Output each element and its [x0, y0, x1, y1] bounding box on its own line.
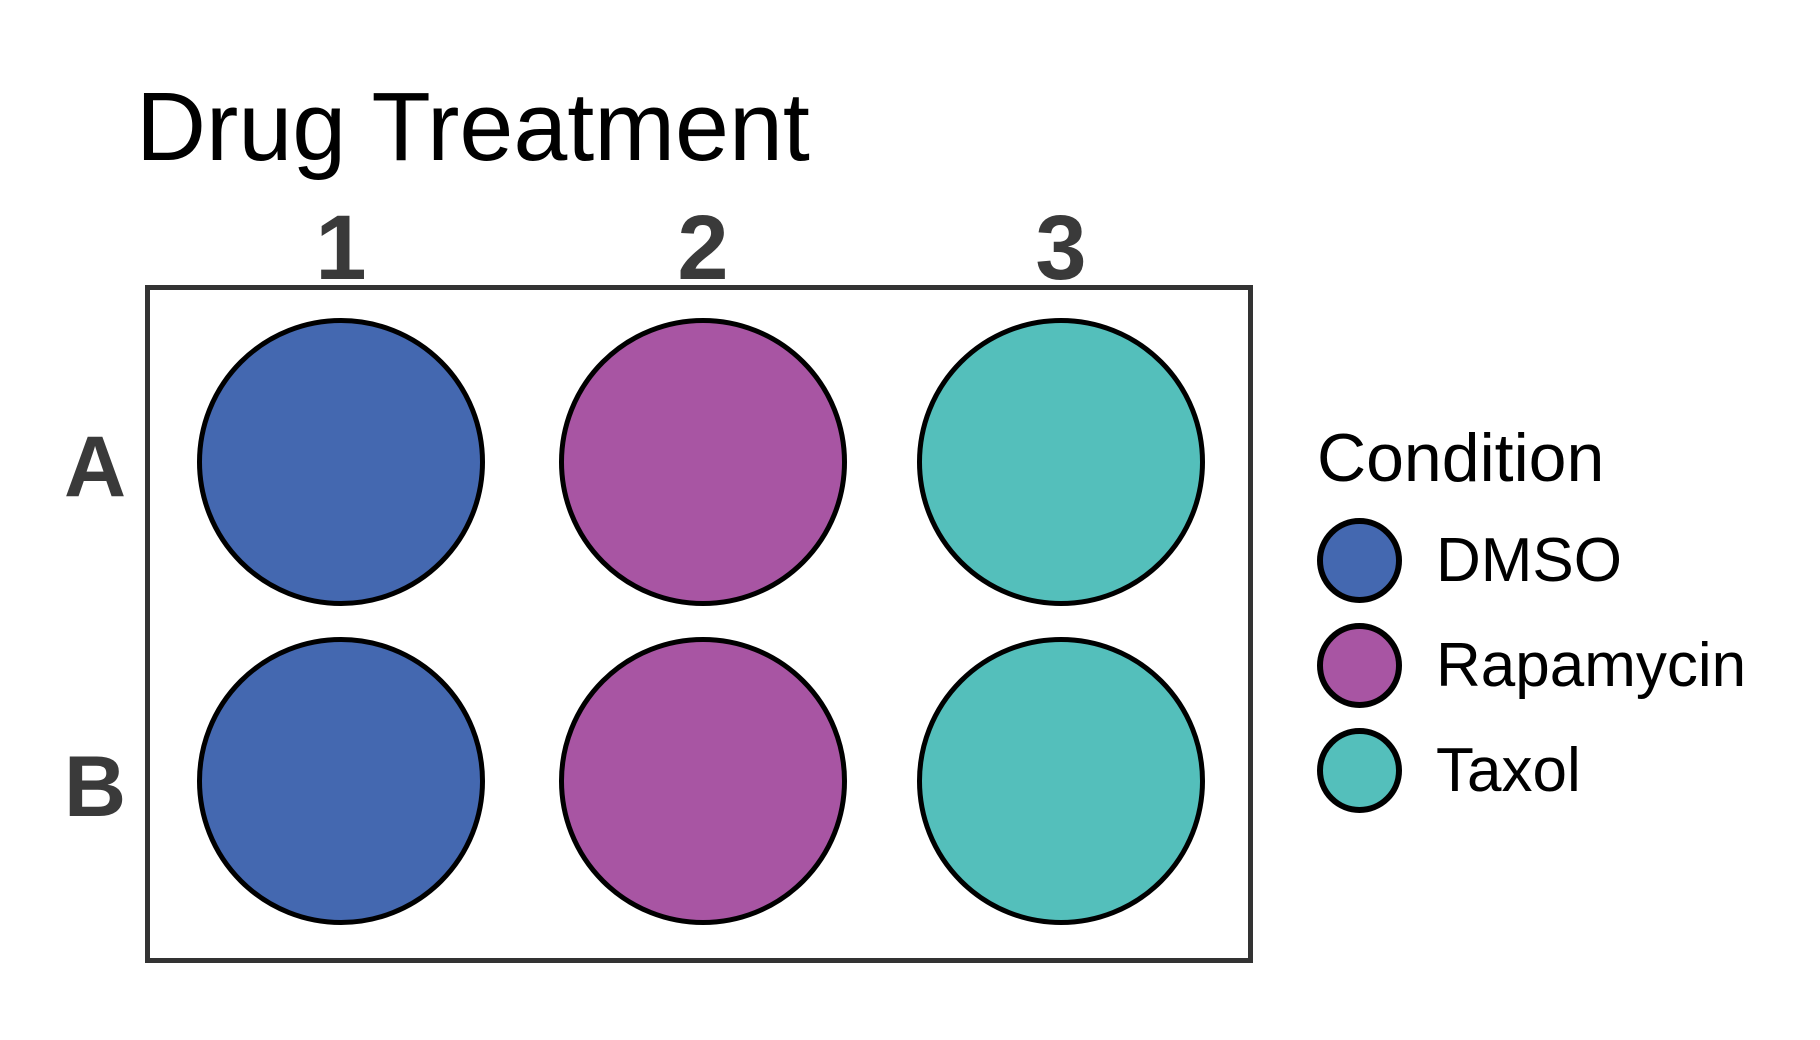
plate-outline — [145, 285, 1253, 963]
legend-item-dmso: DMSO — [1317, 518, 1746, 603]
row-label-b: B — [63, 739, 127, 835]
legend-title: Condition — [1317, 420, 1605, 496]
legend-label-dmso: DMSO — [1436, 525, 1622, 595]
taxol-swatch-icon — [1317, 728, 1402, 813]
column-label-1: 1 — [315, 197, 367, 299]
legend-label-rapamycin: Rapamycin — [1436, 630, 1747, 700]
well-a1 — [197, 318, 485, 606]
column-label-2: 2 — [677, 197, 729, 299]
legend-label-taxol: Taxol — [1436, 735, 1581, 805]
well-b1 — [197, 637, 485, 925]
well-b3 — [917, 637, 1205, 925]
row-label-a: A — [63, 419, 127, 515]
well-a3 — [917, 318, 1205, 606]
rapamycin-swatch-icon — [1317, 623, 1402, 708]
dmso-swatch-icon — [1317, 518, 1402, 603]
column-label-3: 3 — [1035, 197, 1087, 299]
legend-item-rapamycin: Rapamycin — [1317, 623, 1746, 708]
well-b2 — [559, 637, 847, 925]
legend-item-taxol: Taxol — [1317, 728, 1746, 813]
well-a2 — [559, 318, 847, 606]
legend: Condition DMSO Rapamycin Taxol — [1317, 424, 1746, 833]
figure-title: Drug Treatment — [136, 72, 810, 181]
